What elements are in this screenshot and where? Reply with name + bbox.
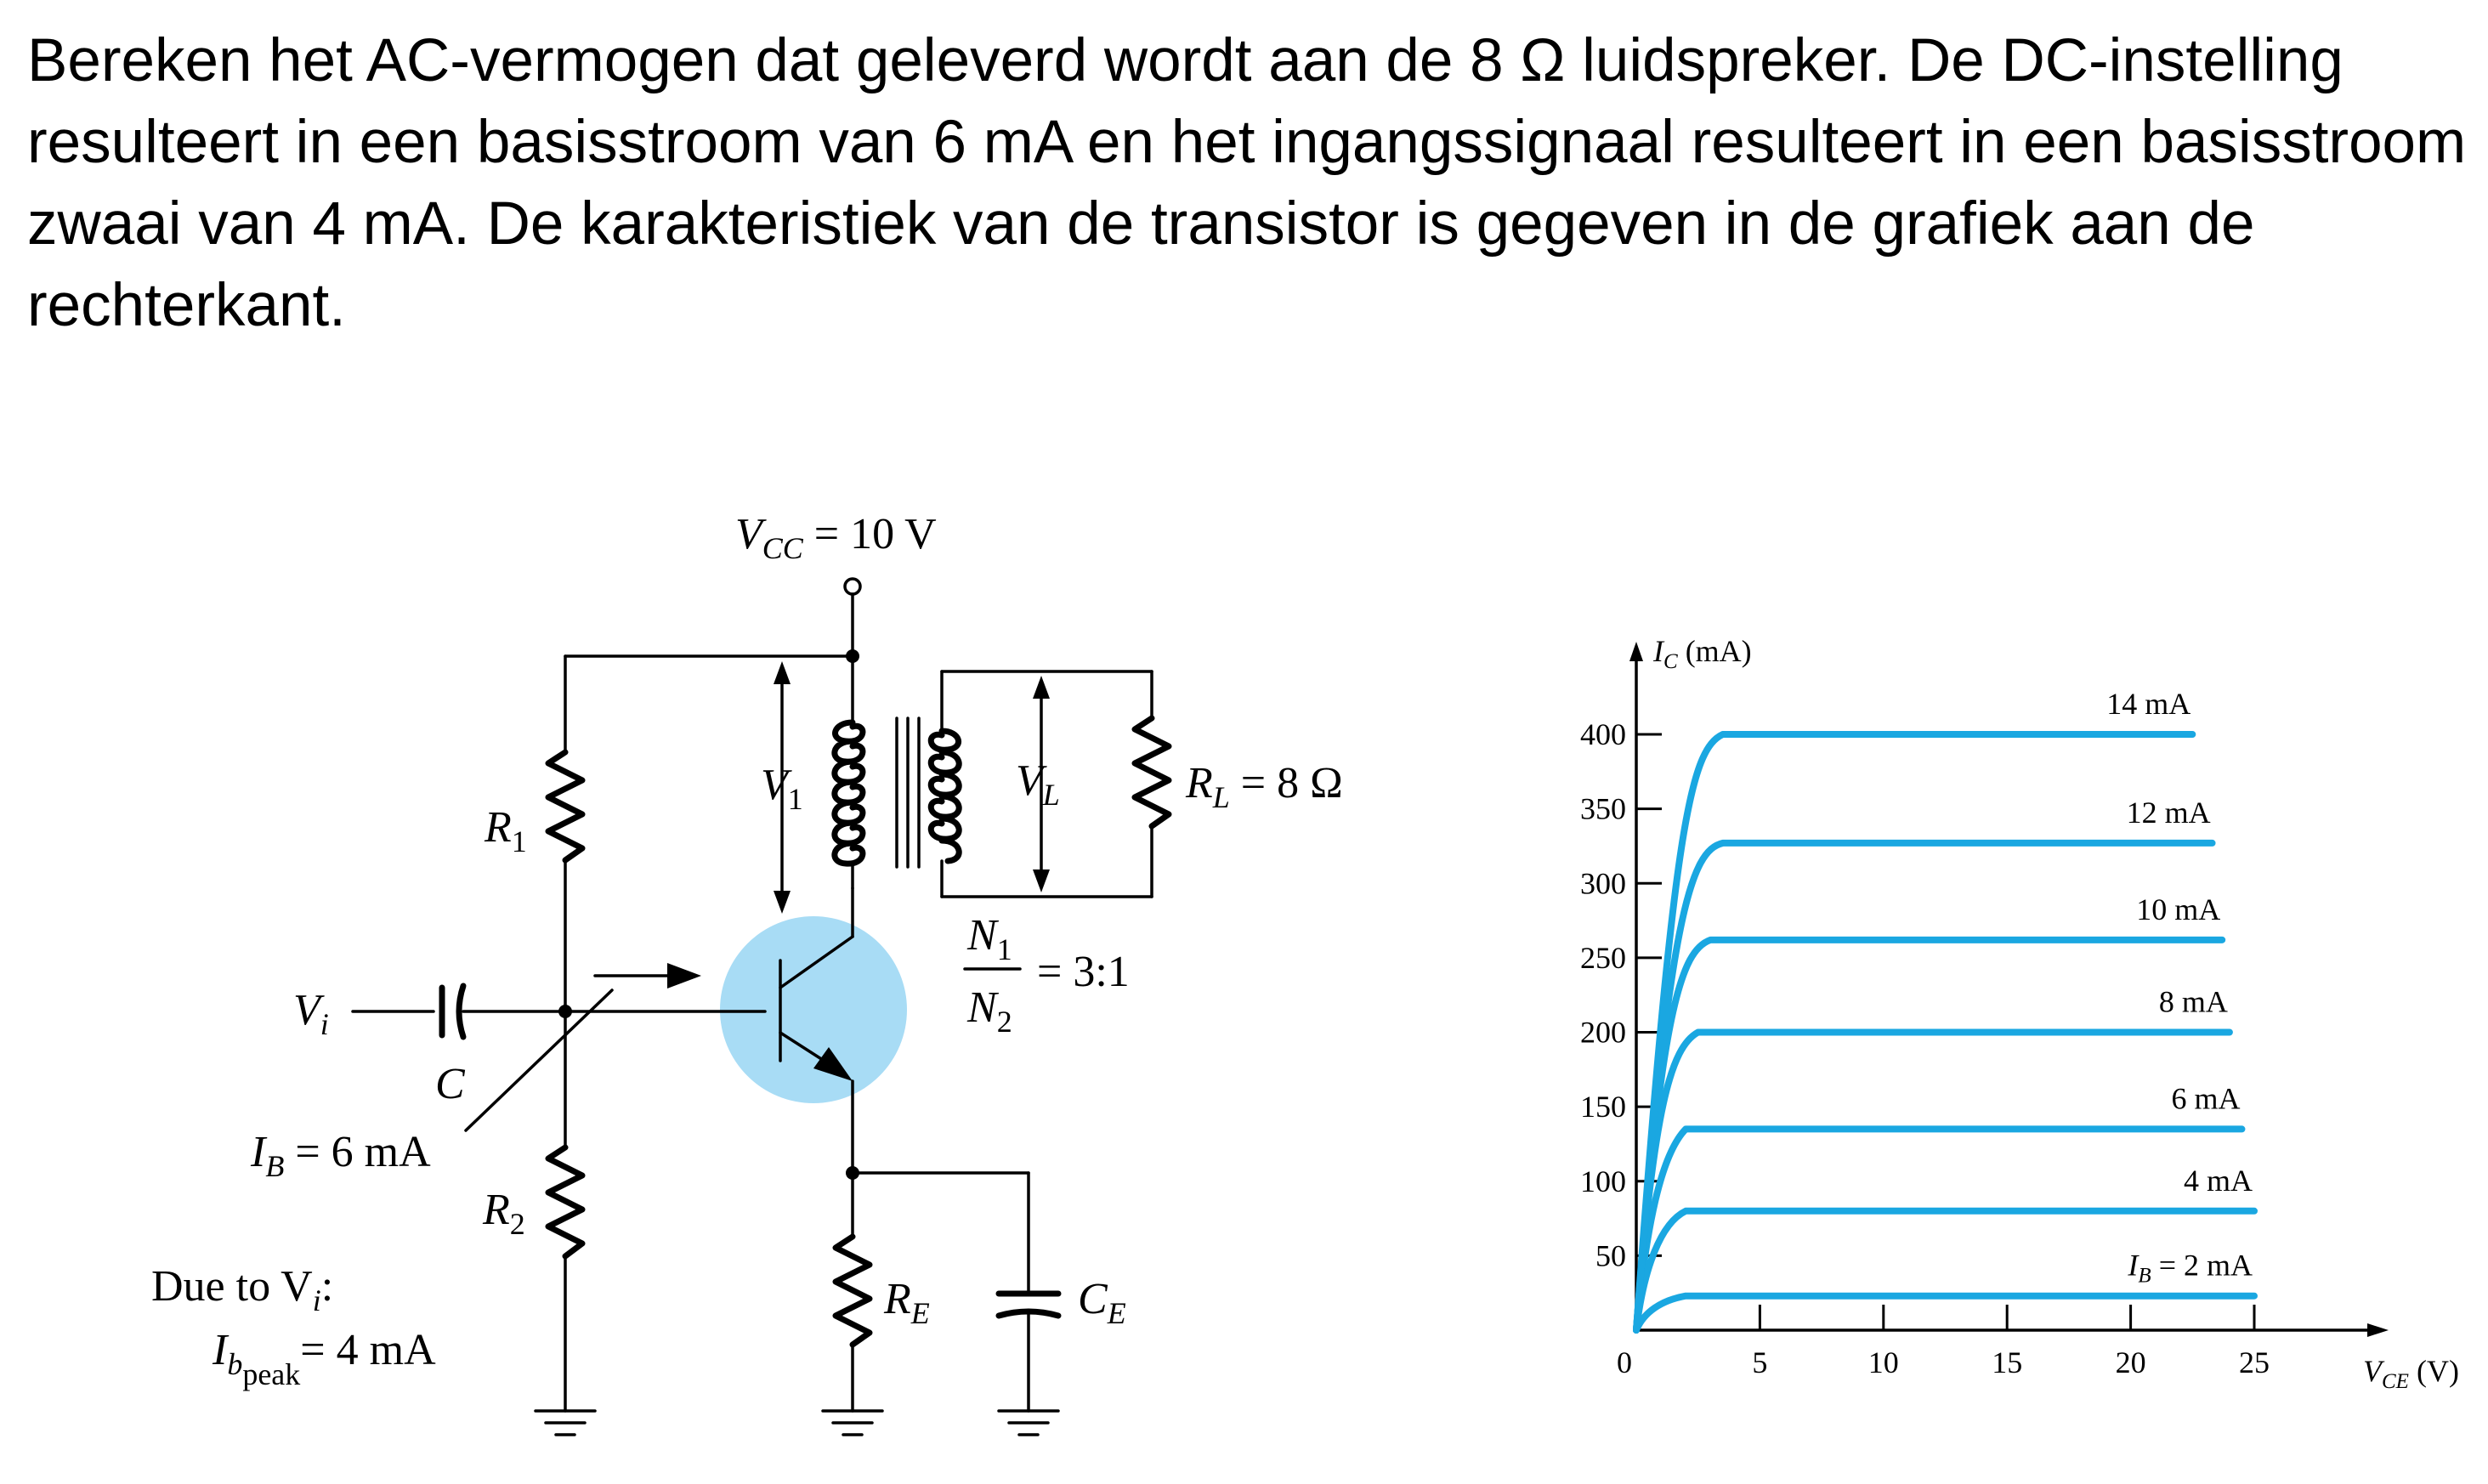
y-tick-label-50: 50 [1595,1238,1626,1272]
v1-label: V1 [761,761,803,816]
rl-load-resistor [1131,715,1172,830]
y-tick-label-350: 350 [1580,792,1626,826]
y-tick-label-400: 400 [1580,717,1626,751]
vi-label: Vi [293,986,329,1041]
x-tick-label-0: 0 [1617,1345,1632,1379]
x-tick-label-25: 25 [2239,1345,2270,1379]
y-tick-label-200: 200 [1580,1016,1626,1050]
vl-arrow-up [1033,676,1050,699]
y-tick-label-250: 250 [1580,941,1626,975]
y-tick-label-150: 150 [1580,1090,1626,1124]
vcc-label: VCC = 10 V [735,510,937,565]
emitter-arrow [813,1047,853,1081]
x-axis-label: VCE (V) [2363,1354,2459,1393]
y-axis-label: IC (mA) [1652,634,1752,673]
transformer-primary-coil [831,719,866,867]
rl-label: RL = 8 Ω [1185,759,1343,814]
y-ticks: 50 100 150 200 250 300 350 400 [1580,717,1662,1272]
ground-symbol-re [821,1409,884,1436]
x-ticks: 0 5 10 15 20 25 [1617,1305,2270,1379]
circuit-diagram: VCC = 10 V R1 R2 Vi C [151,510,1343,1436]
curve-label-1: 4 mA [2184,1164,2253,1198]
x-tick-label-15: 15 [1992,1345,2022,1379]
vl-label: VL [1016,756,1060,812]
curve-label-2: 6 mA [2171,1081,2240,1115]
re-resistor [832,1233,873,1348]
y-tick-label-100: 100 [1580,1164,1626,1198]
x-tick-label-10: 10 [1868,1345,1899,1379]
y-axis-arrow [1629,642,1643,661]
r1-resistor [545,749,586,864]
vl-arrow-down [1033,869,1050,892]
ground-symbol-ce [997,1409,1060,1436]
ratio-value: = 3:1 [1037,948,1130,996]
r2-resistor [545,1144,586,1260]
characteristics-chart: IC (mA) VCE (V) 50100150200250300350400 … [1580,634,2459,1393]
transistor-highlight [720,916,907,1103]
due-to-label: Due to Vi: [151,1262,333,1317]
y-tick-label-300: 300 [1580,866,1626,900]
curve-series-5 [1633,839,2216,1334]
transformer-secondary-coil [927,728,962,864]
collector-curves [1633,731,2258,1334]
v1-arrow-down [774,891,791,914]
v1-arrow-up [774,661,791,684]
r2-label: R2 [482,1186,525,1241]
question-text: Bereken het AC-vermogen dat geleverd wor… [27,27,2467,339]
ce-label: CE [1078,1275,1126,1330]
curve-series-6 [1633,731,2196,1334]
base-current-arrow [667,963,701,988]
curve-label-5: 12 mA [2127,796,2211,830]
r1-label: R1 [484,803,527,858]
curve-series-2 [1633,1125,2246,1334]
x-axis-arrow [2367,1323,2389,1337]
curve-label-4: 10 mA [2136,892,2220,926]
ib-label: IB = 6 mA [250,1128,431,1183]
x-tick-label-20: 20 [2116,1345,2146,1379]
bypass-capacitor-plate-b [995,1308,1062,1319]
ratio-n1: N1 [966,911,1012,966]
curve-labels: IB = 2 mA 4 mA 6 mA 8 mA 10 mA 12 mA 14 mA [2106,687,2253,1288]
curve-label-6: 14 mA [2106,687,2190,721]
coupling-capacitor-plate-b [456,983,467,1040]
curve-label-3: 8 mA [2159,985,2228,1019]
x-tick-label-5: 5 [1752,1345,1767,1379]
curve-series-0 [1633,1292,2258,1334]
capacitor-c-label: C [435,1060,466,1108]
curve-label-0: IB = 2 mA [2127,1249,2253,1288]
ratio-n2: N2 [966,983,1012,1039]
vcc-terminal [843,577,862,596]
re-label: RE [883,1275,930,1330]
ground-symbol-r2 [534,1409,597,1436]
ib-peak-label: Ibpeak= 4 mA [212,1326,436,1391]
